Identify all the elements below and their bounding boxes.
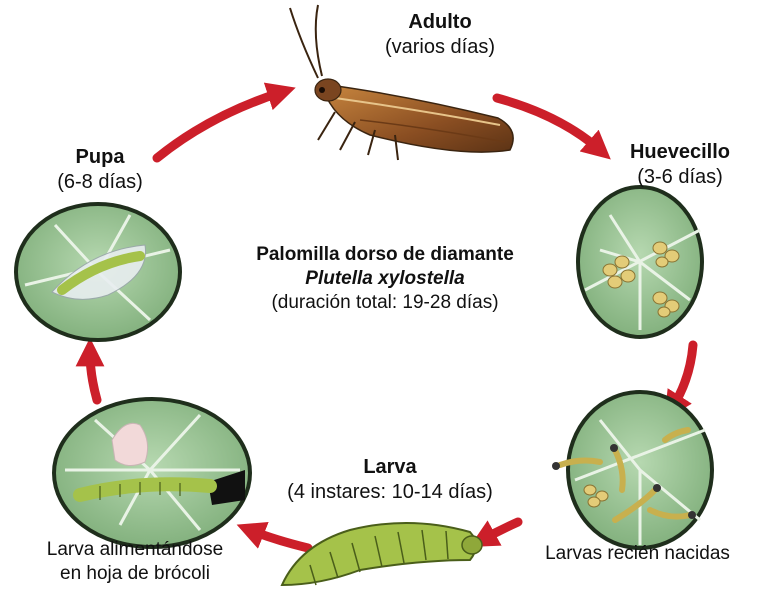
stage-label-adult: Adulto (varios días): [330, 10, 550, 60]
pupa-title: Pupa: [30, 145, 170, 170]
egg-title: Huevecillo: [595, 140, 765, 165]
pupa-icon: [16, 204, 180, 340]
arrow-egg-to-newborn: [672, 345, 693, 408]
feeding-larva-icon: [54, 399, 250, 547]
stage-label-larva: Larva (4 instares: 10-14 días): [255, 455, 525, 505]
egg-cluster-icon: [578, 187, 702, 337]
arrow-feeding-to-pupa: [90, 352, 97, 400]
caption-newborn-larvae: Larvas recién nacidas: [505, 542, 770, 566]
pupa-duration: (6-8 días): [30, 170, 170, 195]
caption-feeding-larva: Larva alimentándose en hoja de brócoli: [10, 538, 260, 586]
larva-duration: (4 instares: 10-14 días): [255, 480, 525, 505]
adult-title: Adulto: [330, 10, 550, 35]
egg-duration: (3-6 días): [595, 165, 765, 190]
caption-feeding-line1: Larva alimentándose: [10, 538, 260, 562]
stage-label-egg: Huevecillo (3-6 días): [595, 140, 765, 190]
caterpillar-icon: [282, 523, 482, 585]
species-scientific-name: Plutella xylostella: [215, 267, 555, 291]
arrow-pupa-to-adult: [157, 92, 282, 158]
caption-newborn-text: Larvas recién nacidas: [545, 543, 730, 564]
species-common-name: Palomilla dorso de diamante: [215, 243, 555, 267]
total-duration: (duración total: 19-28 días): [215, 291, 555, 315]
newborn-larvae-icon: [552, 392, 712, 548]
adult-duration: (varios días): [330, 35, 550, 60]
larva-title: Larva: [255, 455, 525, 480]
diagram-center-title: Palomilla dorso de diamante Plutella xyl…: [215, 243, 555, 314]
arrow-newborn-to-larva: [482, 522, 518, 540]
stage-label-pupa: Pupa (6-8 días): [30, 145, 170, 195]
caption-feeding-line2: en hoja de brócoli: [10, 562, 260, 586]
